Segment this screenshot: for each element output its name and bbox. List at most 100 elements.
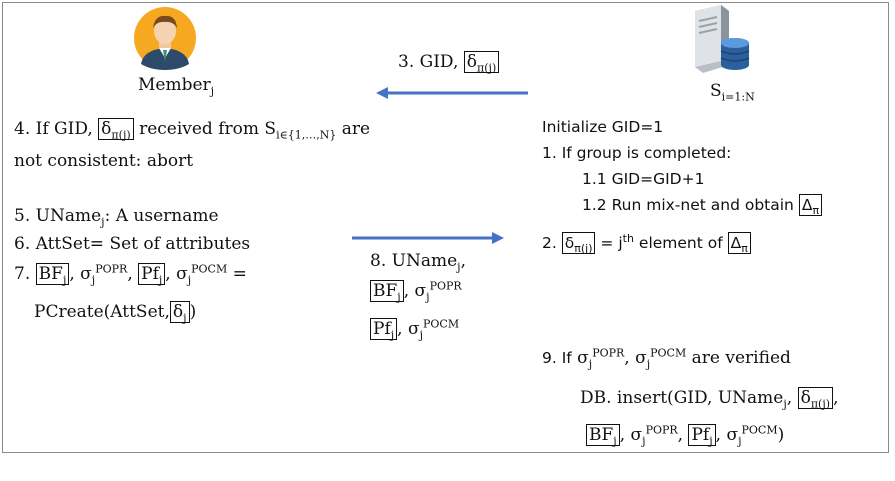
pf-sub: j	[709, 434, 713, 448]
bf-box: BFj	[370, 280, 404, 302]
pf-box: Pfj	[370, 318, 398, 342]
step-6: 6. AttSet= Set of attributes	[14, 234, 251, 254]
sigma-symbol: σ	[407, 319, 420, 339]
server-init: Initialize GID=1	[542, 118, 664, 136]
sigma-sub: j	[642, 434, 646, 448]
capital-delta-sub: π	[812, 204, 820, 218]
pf-sub: j	[158, 273, 163, 287]
sigma-sub: j	[426, 290, 430, 304]
equals: =	[600, 234, 614, 252]
bf-box: BFj	[586, 424, 620, 446]
sigma-symbol: σ	[414, 281, 427, 301]
delta-pi-big-box: Δπ	[727, 232, 751, 256]
message-8: 8. UNamej,	[370, 251, 466, 274]
server-step-1: 1. If group is completed:	[542, 144, 732, 162]
sigma-sup: POPR	[645, 423, 678, 437]
sigma-sup: POCM	[423, 317, 460, 331]
delta-j-box: δj	[169, 301, 190, 325]
message-3-text: 3. GID,	[398, 52, 459, 72]
server-index: i∈{1,…,N}	[276, 128, 337, 142]
delta-symbol: δ	[466, 52, 478, 72]
server-sub: i=1:N	[721, 90, 755, 104]
diagram-frame	[2, 2, 889, 453]
j-symbol: j	[618, 234, 623, 252]
sigma-sub: j	[419, 328, 423, 342]
member-sub: j	[210, 84, 215, 98]
db-insert-sub: j	[783, 397, 787, 411]
delta-pi-box: δπ(j)	[463, 51, 500, 75]
sigma-sub: j	[187, 273, 192, 287]
server-symbol: S	[264, 119, 277, 139]
message-8-sub: j	[457, 260, 461, 274]
member-label: Memberj	[138, 74, 214, 96]
pf-box: Pfj	[688, 424, 716, 448]
sigma-symbol: σ	[726, 425, 739, 445]
capital-delta-symbol: Δ	[801, 196, 813, 214]
db-insert-text: DB. insert(GID, UName	[580, 388, 784, 408]
delta-symbol: δ	[800, 388, 811, 408]
user-avatar-icon	[134, 7, 196, 70]
sigma-sub: j	[646, 357, 651, 371]
pf-box: Pfj	[138, 263, 166, 287]
message-3: 3. GID, δπ(j)	[398, 51, 500, 75]
sigma-sup: POPR	[95, 262, 128, 276]
step-7: 7. BFj, σjPOPR, Pfj, σjPOCM =	[14, 262, 247, 287]
sigma-sup: POCM	[650, 346, 687, 360]
sigma-sub: j	[588, 357, 593, 371]
sigma-symbol: σ	[630, 425, 643, 445]
bf-text: BF	[373, 281, 398, 301]
sigma-sup: POPR	[429, 279, 462, 293]
delta-sub: j	[183, 311, 187, 325]
server-step-9-text: 9. If	[542, 349, 572, 367]
server-step-1-2-text: 1.2 Run mix-net and obtain	[582, 196, 794, 214]
pf-sub: j	[390, 328, 395, 342]
sigma-sub: j	[738, 434, 742, 448]
message-8-text: 8. UName	[370, 251, 458, 271]
database-server-icon	[695, 5, 750, 73]
bf-text: BF	[589, 425, 614, 445]
paren-close: )	[189, 302, 197, 322]
server-label: Si=1:N	[710, 80, 755, 102]
server-step-2-text: element of	[638, 234, 723, 252]
delta-sub: π(j)	[574, 242, 593, 256]
step-4-text-b: received from	[139, 119, 259, 139]
sigma-sup: POCM	[741, 423, 778, 437]
server-name: S	[710, 81, 722, 101]
th-sup: th	[622, 231, 634, 245]
server-step-1-1: 1.1 GID=GID+1	[582, 170, 705, 188]
sigma-sup: POPR	[592, 346, 625, 360]
bf-sub: j	[62, 273, 67, 287]
pf-text: Pf	[373, 319, 391, 339]
step-4-text-c: are	[341, 119, 371, 139]
delta-sub: π(j)	[111, 128, 131, 142]
step-5-text: 5. UName	[14, 206, 102, 226]
server-step-9-text-b: are verified	[691, 348, 791, 368]
paren-close: )	[777, 425, 785, 445]
delta-symbol: δ	[101, 119, 112, 139]
db-insert: DB. insert(GID, UNamej, δπ(j),	[580, 387, 839, 411]
arrow-server-to-member	[376, 87, 528, 99]
server-step-9: 9. If σjPOPR, σjPOCM are verified	[542, 346, 791, 371]
capital-delta-sub: π	[741, 242, 748, 256]
delta-symbol: δ	[172, 302, 184, 322]
server-step-1-2: 1.2 Run mix-net and obtain Δπ	[582, 194, 823, 218]
member-name: Member	[138, 75, 211, 95]
step-5: 5. UNamej: A username	[14, 205, 219, 227]
step-4-text: 4. If GID,	[14, 119, 93, 139]
sigma-sup: POCM	[191, 262, 228, 276]
step-7-line2: PCreate(AttSet,δj)	[34, 301, 196, 323]
step-4-line2: not consistent: abort	[14, 151, 194, 171]
bf-sub: j	[613, 434, 617, 448]
equals: =	[232, 264, 247, 284]
delta-sub: π(j)	[477, 61, 497, 75]
delta-symbol: δ	[564, 234, 575, 252]
server-step-2: 2. δπ(j) = jth element of Δπ	[542, 232, 751, 254]
delta-sub: π(j)	[810, 397, 831, 411]
server-step-2-num: 2.	[542, 234, 557, 252]
sigma-symbol: σ	[577, 348, 589, 368]
step-4: 4. If GID, δπ(j) received from Si∈{1,…,N…	[14, 118, 370, 140]
sigma-symbol: σ	[80, 264, 92, 284]
pf-text: Pf	[691, 425, 710, 445]
message-8-line3: Pfj, σjPOCM	[370, 318, 459, 340]
step-5-sub: j	[101, 215, 105, 229]
